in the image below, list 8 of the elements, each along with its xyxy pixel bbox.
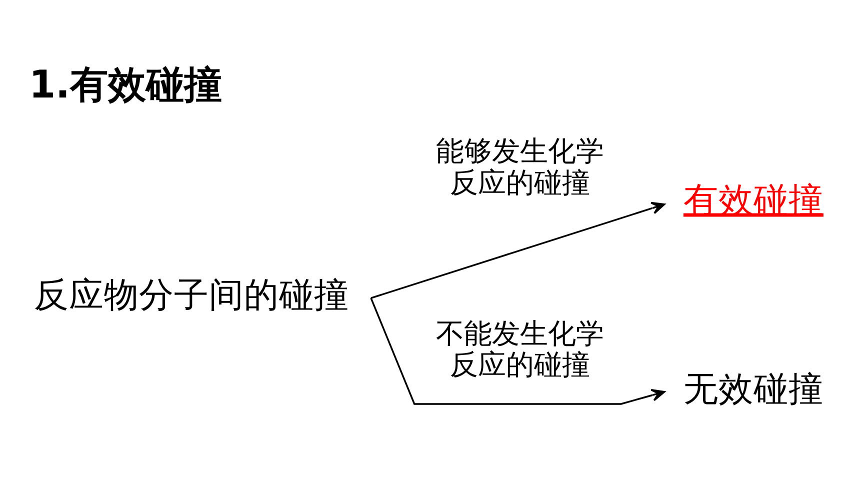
- node-text: 反应物分子间的碰撞: [34, 275, 350, 316]
- diagram-title: 1.有效碰撞: [28, 63, 222, 108]
- node-text: 无效碰撞: [683, 368, 824, 409]
- arrow: [370, 297, 666, 404]
- edge-label: 能够发生化学反应的碰撞: [436, 134, 604, 198]
- node-text: 有效碰撞: [683, 180, 824, 220]
- edge-label: 不能发生化学反应的碰撞: [436, 316, 604, 381]
- arrow: [370, 201, 666, 298]
